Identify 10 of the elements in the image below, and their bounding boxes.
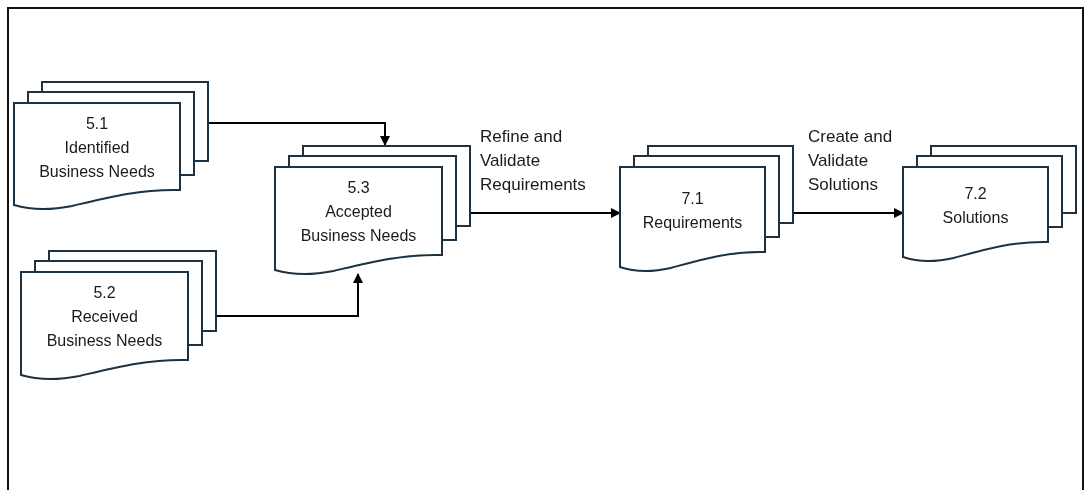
node-number: 5.2 — [93, 283, 116, 303]
node-title: Requirements — [642, 212, 743, 233]
node-number: 7.2 — [964, 183, 987, 204]
node-number: 5.3 — [347, 178, 370, 198]
node-number: 7.1 — [681, 188, 704, 209]
node-title: Accepted Business Needs — [299, 202, 418, 246]
node-title: Identified Business Needs — [38, 137, 156, 182]
node-number: 5.1 — [85, 113, 109, 134]
node-title: Received Business Needs — [45, 307, 164, 351]
node-title: Solutions — [942, 207, 1009, 228]
